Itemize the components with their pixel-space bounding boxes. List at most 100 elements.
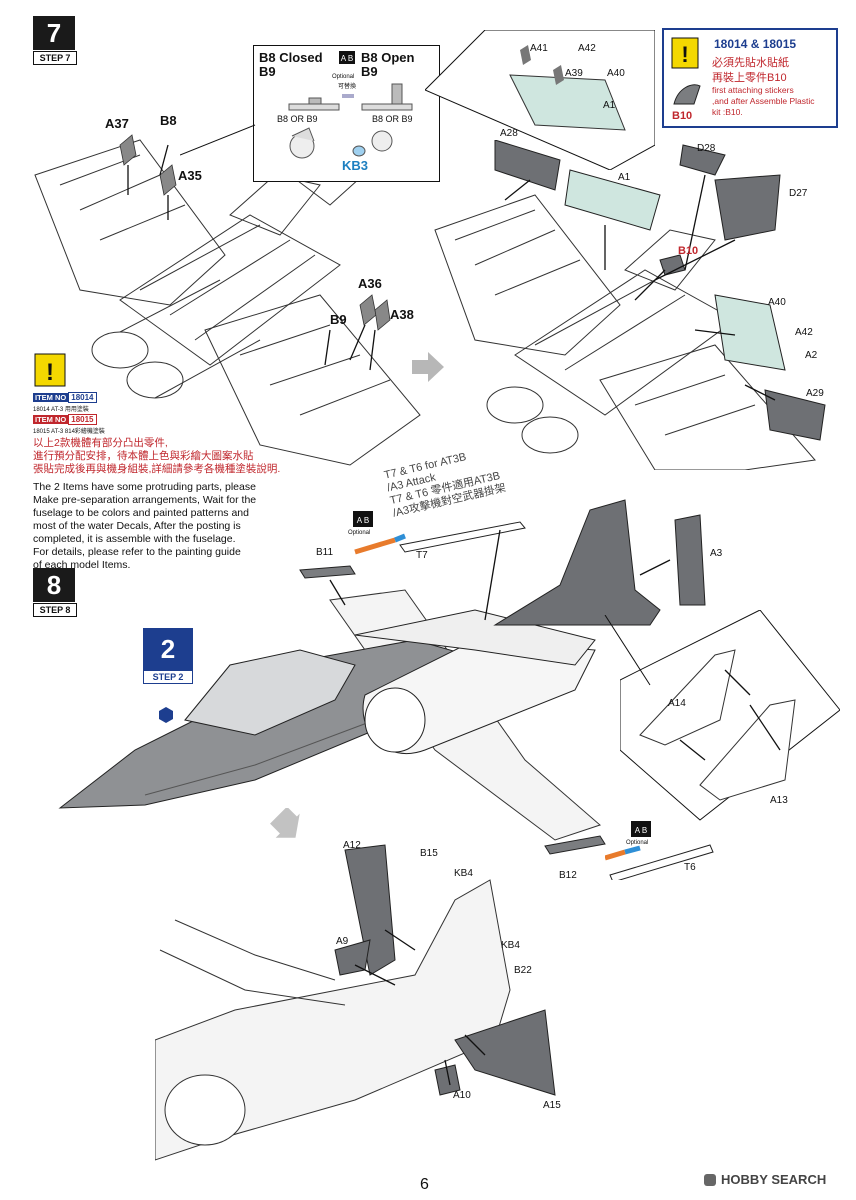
inset-pointer-line-8: [604, 615, 651, 686]
jet-main-assembly-illustration: [58, 521, 606, 855]
part-label-a15: A15: [543, 1100, 561, 1111]
item-18014-desc: 18014 AT-3 用用塗裝: [33, 407, 89, 413]
part-label-a40: A40: [768, 297, 786, 308]
part-label-a14: A14: [668, 698, 686, 709]
part-label-a29: A29: [806, 388, 824, 399]
kb3-label: KB3: [342, 158, 369, 173]
tail-section-illustration: [493, 499, 706, 626]
note-en-line-6: For details, please refer to the paintin…: [33, 546, 241, 558]
warning-title: 18014 & 18015: [714, 37, 797, 51]
t6-rack-illustration: [605, 844, 714, 880]
b8-or-b9-left: B8 OR B9: [277, 114, 318, 124]
part-label-a39: A39: [565, 68, 583, 79]
part-label-b9: B9: [330, 312, 347, 327]
part-label-a9: A9: [336, 936, 349, 947]
note-en-line-4: most of the water Decals, After the post…: [33, 520, 241, 532]
item-no-label-1: ITEM NO: [33, 393, 69, 402]
warning-18014-18015-box: ! 18014 & 18015 必須先貼水貼紙 再裝上零件B10 first a…: [662, 28, 838, 128]
part-label-a38: A38: [390, 307, 414, 322]
part-label-kb4-top: KB4: [454, 868, 473, 879]
b10-part-icon: [673, 84, 701, 105]
optional-icon-a: A B: [353, 511, 373, 527]
b8-or-b9-right: B8 OR B9: [372, 114, 413, 124]
part-label-a35: A35: [178, 168, 202, 183]
part-label-a13: A13: [770, 795, 788, 806]
b8-b9-diagram: [288, 83, 413, 159]
note-en-line-3: fuselage to be colors and painted patter…: [33, 507, 249, 519]
part-label-b12: B12: [559, 870, 577, 881]
optional-label-a: Optional: [348, 530, 371, 536]
next-view-arrow-icon: [412, 352, 444, 382]
part-label-a1-top: A1: [603, 100, 616, 111]
aircraft-underside-left-illustration: [34, 134, 421, 466]
optional-icon-b: A B: [631, 821, 651, 837]
item-warning-icon: !: [34, 353, 66, 387]
warning-cn2: 再裝上零件B10: [712, 72, 787, 84]
svg-text:A B: A B: [341, 54, 353, 63]
b8-open-label: B8 Open: [361, 50, 415, 65]
a14-a13-inset: [620, 610, 840, 821]
note-en-line-2: Make pre-separation arrangements, Wait f…: [33, 494, 257, 506]
note-cn-line-3: 張貼完成後再與機身組裝,詳細請參考各機種塗裝說明.: [33, 463, 281, 475]
item-18015-number: 18015: [68, 414, 97, 425]
step-2-ref-label: STEP 2: [143, 670, 193, 684]
part-label-a37: A37: [105, 116, 129, 131]
svg-text:A B: A B: [635, 826, 647, 835]
optional-icon: A B: [339, 51, 355, 64]
a1-inset-callout: [425, 30, 655, 170]
part-label-b15: B15: [420, 848, 438, 859]
svg-text:!: !: [46, 359, 54, 386]
warning-part-b10: B10: [672, 110, 693, 122]
step-2-ref-number: 2: [143, 628, 193, 670]
page-number: 6: [420, 1176, 429, 1193]
item-18015-tag: ITEM NO 18015: [33, 414, 97, 425]
b8-closed-label: B8 Closed: [259, 50, 323, 65]
part-label-b10: B10: [678, 245, 699, 257]
part-label-kb4: KB4: [501, 940, 520, 951]
note-en-line-5: completed, it is assemble with the fusel…: [33, 533, 236, 545]
watermark: HOBBY SEARCH: [703, 1172, 826, 1187]
warning-icon: !: [671, 37, 699, 69]
optional-label-b: Optional: [626, 840, 649, 846]
item-18014-number: 18014: [68, 392, 97, 403]
b9-right-label: B9: [361, 64, 378, 79]
part-label-a2: A2: [805, 350, 818, 361]
optional-cn-label: 可替換: [338, 84, 357, 90]
part-label-a41: A41: [530, 43, 548, 54]
svg-text:A B: A B: [357, 516, 369, 525]
item-18014-tag: ITEM NO 18014: [33, 392, 97, 403]
step-8-number: 8: [33, 568, 75, 602]
optional-label: Optional: [332, 74, 355, 80]
note-cn-block: 以上2款機體有部分凸出零件, 進行預分配安排，待本體上色與彩繪大圖案水貼 張貼完…: [33, 437, 280, 476]
part-label-d28: D28: [697, 143, 716, 154]
b8-b9-option-inset: B8 Closed B9 B8 Open B9 A B Optional 可替換…: [253, 45, 440, 182]
warning-cn1: 必須先貼水貼紙: [712, 57, 789, 69]
part-label-a40-top: A40: [607, 68, 625, 79]
step-8-label: STEP 8: [33, 603, 77, 617]
part-label-t7: T7: [416, 550, 428, 561]
part-label-b11: B11: [316, 547, 334, 558]
part-label-a3: A3: [710, 548, 723, 559]
item-no-label-2: ITEM NO: [33, 415, 69, 424]
aircraft-underside-right-illustration: [434, 140, 826, 470]
warning-en1: first attaching stickers: [712, 85, 794, 95]
step-7-number: 7: [33, 16, 75, 50]
svg-text:!: !: [681, 42, 688, 67]
warning-en3: kit :B10.: [712, 107, 743, 117]
note-en-line-1: The 2 Items have some protruding parts, …: [33, 481, 256, 493]
part-label-t6: T6: [684, 862, 696, 873]
b9-left-label: B9: [259, 64, 276, 79]
tail-detail-illustration: [155, 844, 556, 1161]
inset-pointer-line: [180, 124, 256, 156]
watermark-logo-icon: [704, 1173, 716, 1186]
part-a37: [119, 134, 137, 166]
step-2-ref-hex-icon: [159, 707, 173, 723]
warning-en2: ,and after Assemble Plastic: [712, 96, 815, 106]
part-label-a42-top: A42: [578, 43, 596, 54]
next-view-arrow-down-icon: [270, 808, 300, 838]
part-label-a10: A10: [453, 1090, 471, 1101]
part-label-b8: B8: [160, 113, 177, 128]
watermark-text: HOBBY SEARCH: [721, 1172, 827, 1187]
part-label-b22: B22: [514, 965, 532, 976]
part-label-d27: D27: [789, 188, 808, 199]
